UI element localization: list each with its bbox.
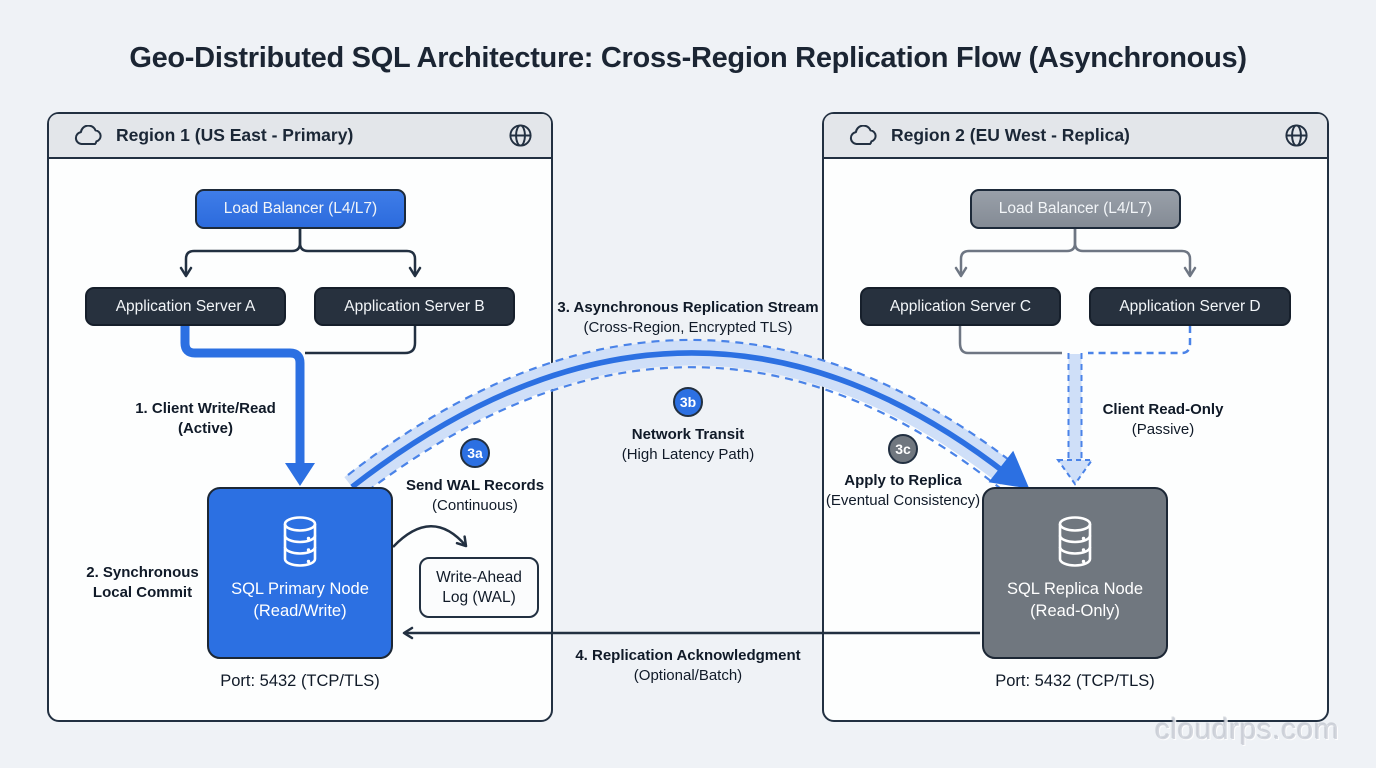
primary-node-title: SQL Primary Node	[231, 580, 369, 598]
load-balancer-2-label: Load Balancer (L4/L7)	[998, 200, 1153, 217]
step3b-line1: Network Transit	[631, 426, 745, 443]
step3c-badge: 3c	[888, 434, 918, 464]
step3b-label: Network Transit (High Latency Path)	[593, 425, 783, 464]
step3-line1: 3. Asynchronous Replication Stream	[557, 299, 819, 316]
step3b-line2: (High Latency Path)	[621, 445, 755, 463]
load-balancer-1: Load Balancer (L4/L7)	[195, 189, 406, 229]
app-server-c: Application Server C	[860, 287, 1061, 326]
primary-port-label: Port: 5432 (TCP/TLS)	[220, 672, 380, 690]
app-server-a-label: Application Server A	[115, 297, 256, 315]
globe-icon	[509, 124, 532, 147]
wal-box: Write-Ahead Log (WAL)	[419, 557, 539, 618]
replica-node-subtitle: (Read-Only)	[1030, 602, 1120, 620]
step3a-badge: 3a	[460, 438, 490, 468]
step1-label: 1. Client Write/Read (Active)	[118, 399, 293, 438]
app-server-b: Application Server B	[314, 287, 515, 326]
step1-line1: 1. Client Write/Read	[135, 400, 276, 417]
client-read-line2: (Passive)	[1131, 420, 1195, 438]
step3-label: 3. Asynchronous Replication Stream (Cros…	[540, 298, 836, 337]
region-1-title: Region 1 (US East - Primary)	[116, 125, 354, 145]
step3b-badge: 3b	[673, 387, 703, 417]
client-read-label: Client Read-Only (Passive)	[1083, 400, 1243, 439]
page-title: Geo-Distributed SQL Architecture: Cross-…	[129, 42, 1247, 74]
app-server-d-label: Application Server D	[1119, 297, 1261, 315]
step3a-line2: (Continuous)	[432, 496, 518, 514]
app-server-d: Application Server D	[1089, 287, 1291, 326]
cloud-icon	[74, 125, 102, 145]
region-1-header: Region 1 (US East - Primary)	[49, 114, 551, 159]
step3a-line1: Send WAL Records	[405, 477, 545, 494]
step3-line2: (Cross-Region, Encrypted TLS)	[583, 318, 793, 336]
globe-icon	[1285, 124, 1308, 147]
step4-line1: 4. Replication Acknowledgment	[575, 647, 801, 664]
sql-replica-node: SQL Replica Node (Read-Only)	[982, 487, 1168, 659]
load-balancer-1-label: Load Balancer (L4/L7)	[223, 200, 378, 217]
step3a-label: Send WAL Records (Continuous)	[380, 476, 570, 515]
step1-line2: (Active)	[177, 419, 233, 437]
client-read-line1: Client Read-Only	[1102, 401, 1224, 418]
step4-line2: (Optional/Batch)	[633, 666, 743, 684]
region-2-header: Region 2 (EU West - Replica)	[824, 114, 1327, 159]
cloud-icon	[849, 125, 877, 145]
primary-node-subtitle: (Read/Write)	[253, 602, 347, 620]
step3c-line2: (Eventual Consistency)	[825, 491, 981, 509]
replica-port-label: Port: 5432 (TCP/TLS)	[995, 672, 1155, 690]
replica-node-title: SQL Replica Node	[1006, 580, 1144, 598]
step2-label: 2. Synchronous Local Commit	[55, 563, 230, 602]
step3c-line1: Apply to Replica	[844, 472, 962, 489]
watermark: cloudrps.com	[1155, 713, 1340, 746]
load-balancer-2: Load Balancer (L4/L7)	[970, 189, 1181, 229]
wal-line1: Write-Ahead	[436, 568, 522, 586]
sql-primary-node: SQL Primary Node (Read/Write)	[207, 487, 393, 659]
database-icon	[1058, 516, 1092, 567]
wal-line2: Log (WAL)	[442, 588, 516, 606]
step2-line2: Local Commit	[92, 583, 193, 601]
step3c-label: Apply to Replica (Eventual Consistency)	[800, 471, 1006, 510]
step2-line1: 2. Synchronous	[86, 564, 199, 581]
database-icon	[283, 516, 317, 567]
app-server-a: Application Server A	[85, 287, 286, 326]
step4-label: 4. Replication Acknowledgment (Optional/…	[538, 646, 838, 685]
app-server-c-label: Application Server C	[889, 297, 1032, 315]
region-2-title: Region 2 (EU West - Replica)	[891, 125, 1130, 145]
app-server-b-label: Application Server B	[344, 297, 485, 315]
